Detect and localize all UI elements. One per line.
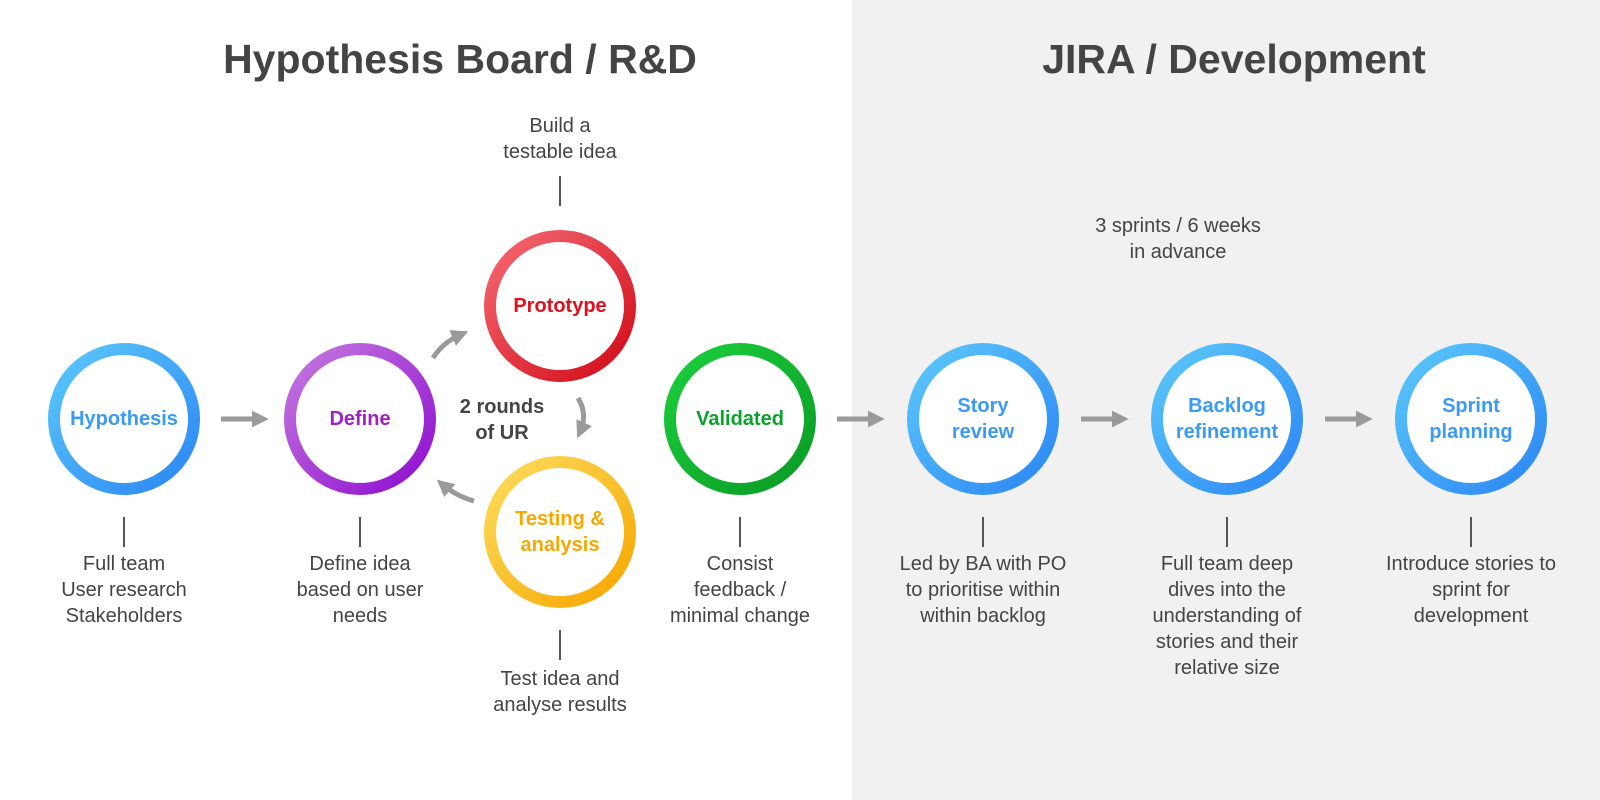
node-validated: Validated bbox=[664, 343, 816, 495]
description-sprint-planning: Introduce stories to sprint for developm… bbox=[1385, 553, 1557, 627]
node-testing: Testing & analysis bbox=[484, 456, 636, 608]
arrow-prototype-to-testing bbox=[575, 396, 592, 439]
node-testing-label: Testing & analysis bbox=[515, 508, 605, 556]
description-define: Define idea based on user needs bbox=[296, 553, 424, 627]
node-hypothesis-label: Hypothesis bbox=[70, 408, 178, 430]
node-prototype: Prototype bbox=[484, 230, 636, 382]
section-title-hypothesis-board: Hypothesis Board / R&D bbox=[223, 36, 697, 82]
node-define-label: Define bbox=[329, 408, 391, 430]
description-testing: Test idea and analyse results bbox=[493, 668, 627, 716]
loop-note: 2 rounds of UR bbox=[459, 396, 545, 444]
connector-tick-testing bbox=[559, 630, 561, 660]
sprint-advance-note: 3 sprints / 6 weeks in advance bbox=[1095, 215, 1261, 263]
connector-tick-validated bbox=[739, 517, 741, 547]
arrow-define-to-prototype bbox=[430, 330, 469, 360]
node-backlog-refinement-label: Backlog refinement bbox=[1175, 395, 1279, 443]
node-prototype-label: Prototype bbox=[513, 295, 607, 317]
section-title-jira-development: JIRA / Development bbox=[1042, 36, 1426, 82]
connector-tick-story-review bbox=[982, 517, 984, 547]
description-backlog-refinement: Full team deep dives into the understand… bbox=[1152, 553, 1302, 679]
node-story-review: Story review bbox=[907, 343, 1059, 495]
connector-tick-sprint-planning bbox=[1470, 517, 1472, 547]
node-define: Define bbox=[284, 343, 436, 495]
node-sprint-planning: Sprint planning bbox=[1395, 343, 1547, 495]
description-prototype: Build a testable idea bbox=[503, 115, 617, 163]
connector-tick-backlog-refinement bbox=[1226, 517, 1228, 547]
arrow-testing-to-define bbox=[436, 479, 475, 504]
description-validated: Consist feedback / minimal change bbox=[669, 553, 811, 627]
connector-tick-hypothesis bbox=[123, 517, 125, 547]
description-hypothesis: Full team User research Stakeholders bbox=[61, 553, 187, 627]
description-story-review: Led by BA with PO to prioritise within w… bbox=[899, 553, 1067, 627]
node-story-review-label: Story review bbox=[951, 395, 1015, 443]
node-backlog-refinement: Backlog refinement bbox=[1151, 343, 1303, 495]
node-hypothesis: Hypothesis bbox=[48, 343, 200, 495]
connector-tick-define bbox=[359, 517, 361, 547]
node-validated-label: Validated bbox=[696, 408, 784, 430]
connector-tick-prototype bbox=[559, 176, 561, 206]
node-sprint-planning-label: Sprint planning bbox=[1429, 395, 1513, 443]
